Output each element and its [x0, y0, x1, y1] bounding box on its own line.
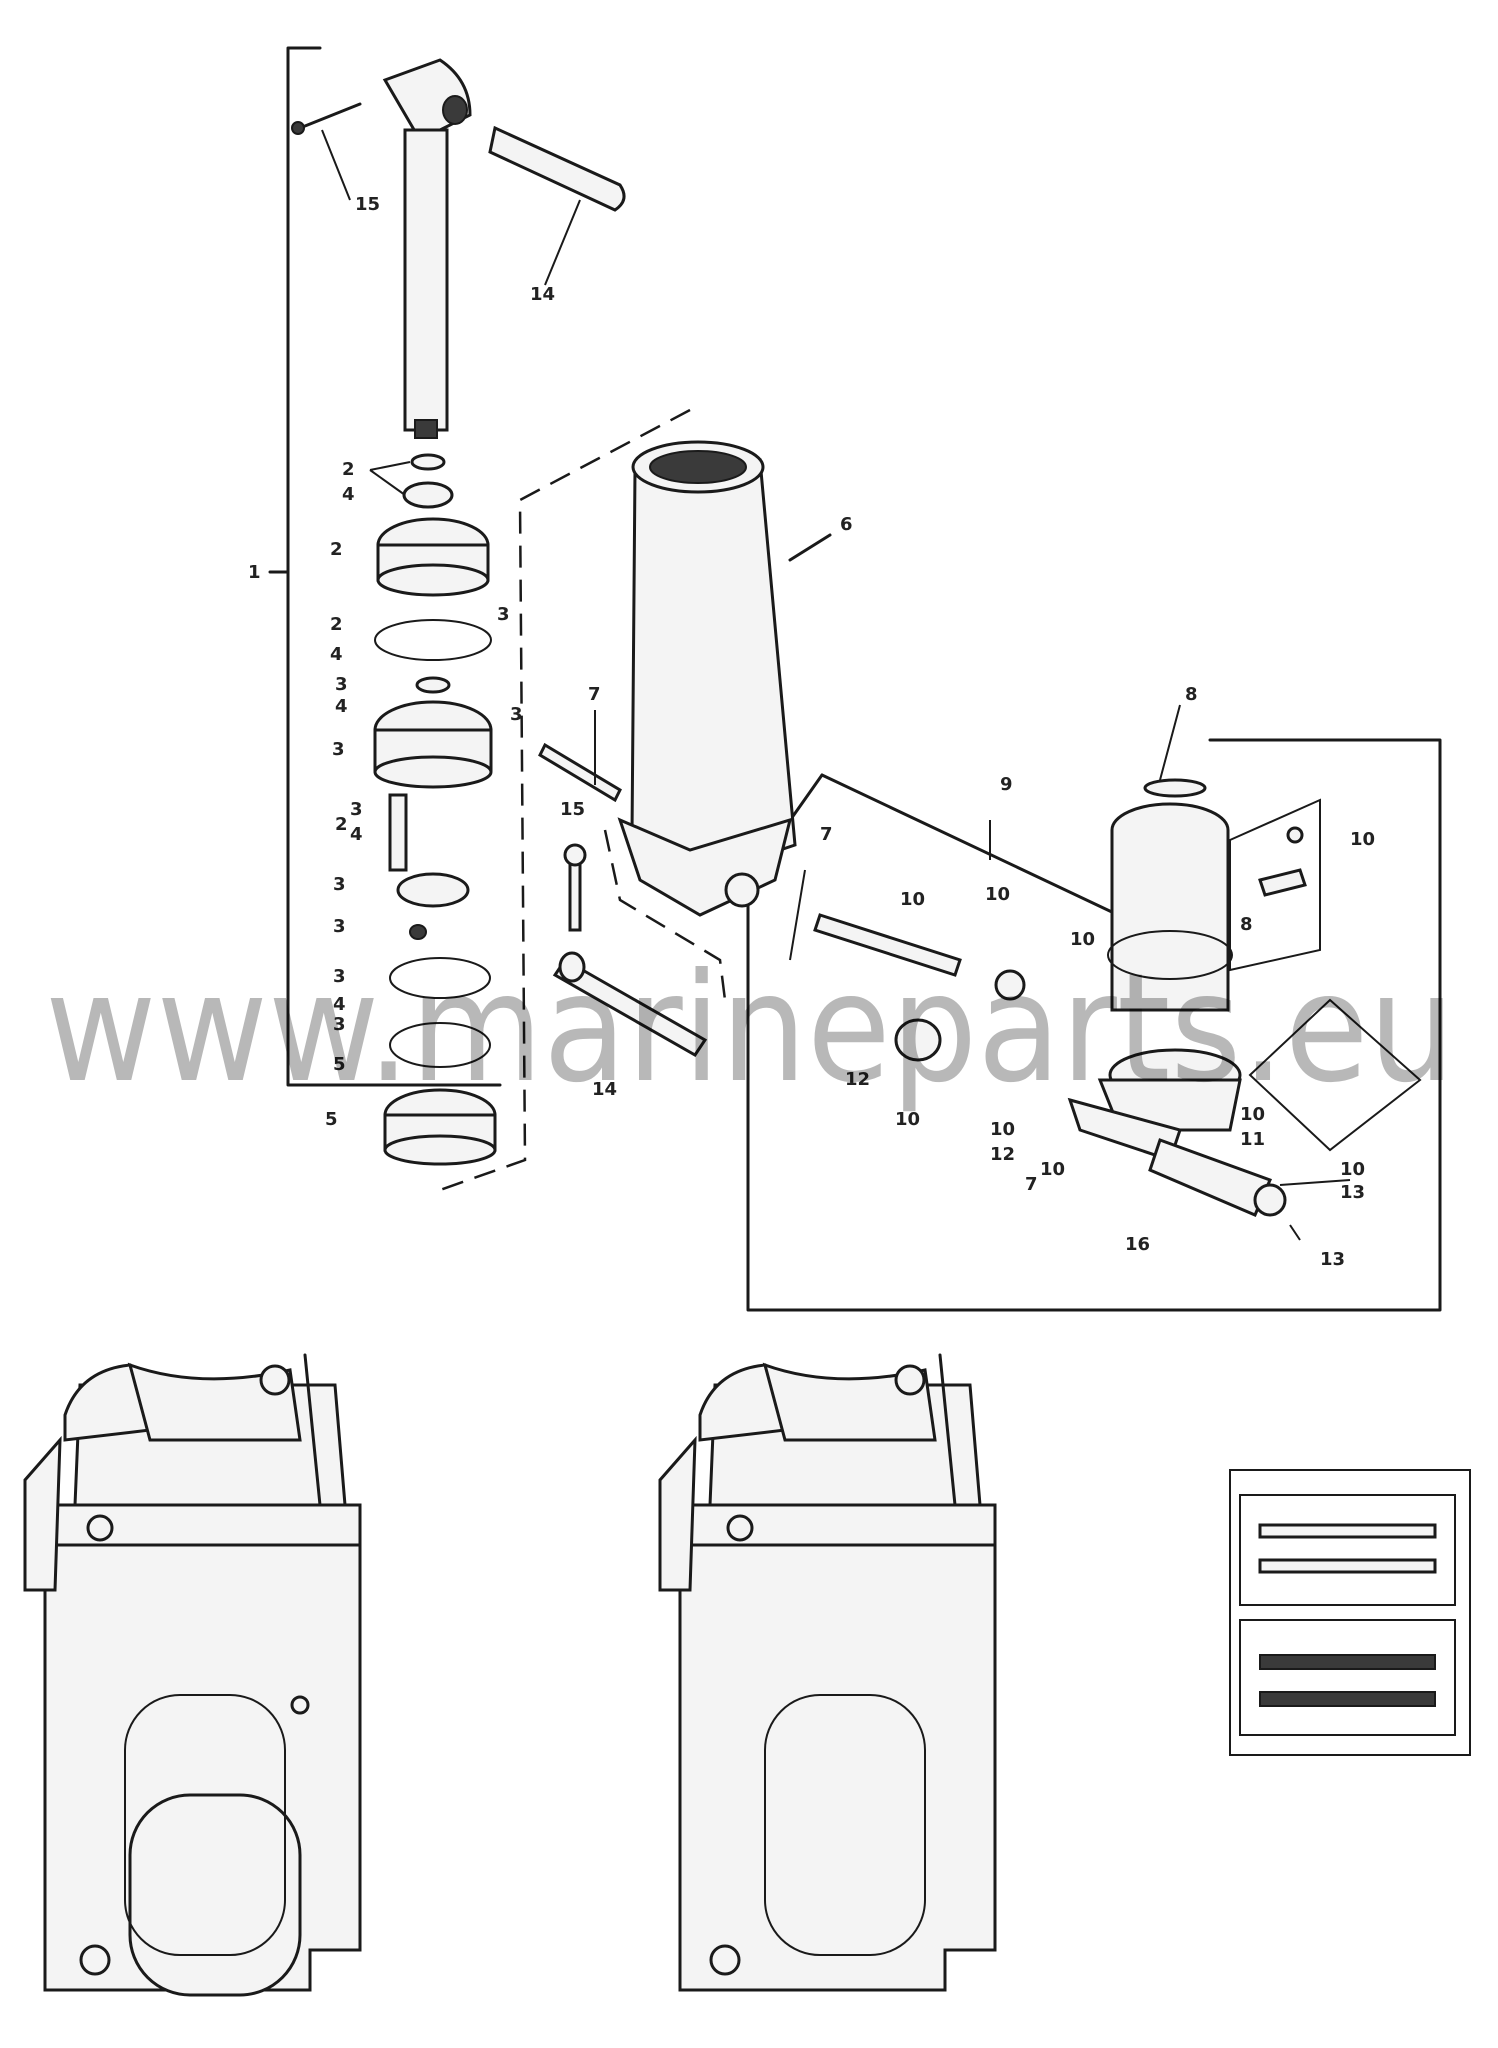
label-10i: 10	[1340, 1159, 1365, 1180]
label-3g: 3	[333, 966, 346, 987]
label-3a: 3	[497, 604, 510, 625]
pump-handle	[291, 58, 626, 439]
label-1: 1	[248, 562, 261, 583]
label-5a: 5	[333, 1054, 346, 1075]
label-13a: 13	[1340, 1182, 1365, 1203]
label-7c: 7	[1025, 1174, 1038, 1195]
label-9: 9	[1000, 774, 1013, 795]
part-number-labels: 1 2 2 2 2 3 3 3 3 3 3 3 3 3 4 4 4 4 4 5 …	[248, 194, 1375, 1270]
label-10f: 10	[990, 1119, 1015, 1140]
label-2a: 2	[342, 459, 355, 480]
label-14a: 14	[530, 284, 555, 305]
label-10d: 10	[1070, 929, 1095, 950]
pump-component-stack	[373, 453, 497, 1166]
label-5b: 5	[325, 1109, 338, 1130]
valve-assembly	[813, 778, 1422, 1217]
label-4c: 4	[335, 696, 348, 717]
label-3e: 3	[333, 874, 346, 895]
label-8a: 8	[1185, 684, 1198, 705]
label-3c: 3	[332, 739, 345, 760]
label-10a: 10	[1350, 829, 1375, 850]
label-7b: 7	[820, 824, 833, 845]
label-3h: 3	[333, 1014, 346, 1035]
label-16: 16	[1125, 1234, 1150, 1255]
label-12a: 12	[845, 1069, 870, 1090]
label-15a: 15	[355, 194, 380, 215]
label-10h: 10	[1240, 1104, 1265, 1125]
label-11: 11	[1240, 1129, 1265, 1150]
label-3i: 3	[510, 704, 523, 725]
label-10b: 10	[900, 889, 925, 910]
label-2b: 2	[330, 539, 343, 560]
dashed-boundary	[439, 408, 727, 1192]
label-4d: 4	[350, 824, 363, 845]
label-4b: 4	[330, 644, 343, 665]
label-10c: 10	[985, 884, 1010, 905]
seal-detail-boxes	[1229, 1469, 1471, 1756]
housing-view-left	[23, 1353, 362, 1997]
label-7a: 7	[588, 684, 601, 705]
label-4e: 4	[333, 994, 346, 1015]
label-10e: 10	[895, 1109, 920, 1130]
watermark: www.marineparts.eu	[45, 942, 1455, 1116]
label-2c: 2	[330, 614, 343, 635]
housing-view-right	[658, 1353, 997, 1992]
pins-and-bolts	[538, 742, 708, 1057]
label-14b: 14	[592, 1079, 617, 1100]
label-10g: 10	[1040, 1159, 1065, 1180]
pump-cylinder	[617, 440, 832, 917]
label-8b: 8	[1240, 914, 1253, 935]
label-12b: 12	[990, 1144, 1015, 1165]
label-3b: 3	[335, 674, 348, 695]
label-15b: 15	[560, 799, 585, 820]
label-2d: 2	[335, 814, 348, 835]
label-6: 6	[840, 514, 853, 535]
label-3f: 3	[333, 916, 346, 937]
assembly-bracket-1	[268, 46, 502, 1087]
label-3d: 3	[350, 799, 363, 820]
label-4a: 4	[342, 484, 355, 505]
leader-lines	[321, 129, 1351, 1241]
label-13b: 13	[1320, 1249, 1345, 1270]
